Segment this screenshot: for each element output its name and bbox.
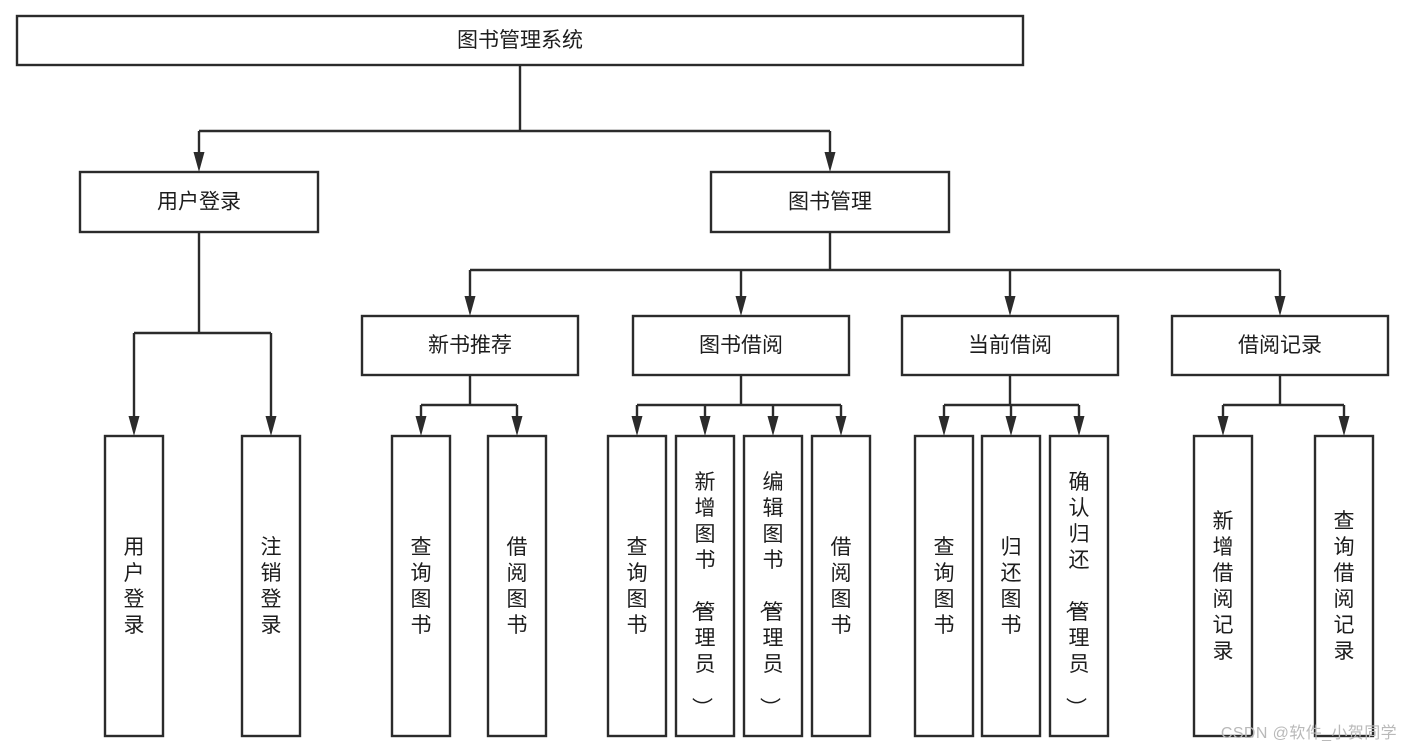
arrow-head-icon [1004, 296, 1016, 316]
leaf-label: 借阅图书 [507, 536, 528, 637]
leaf-label: 新增借阅记录 [1213, 510, 1234, 663]
arrow-head-icon [511, 416, 523, 436]
leaf-node[interactable]: 新增图书（管理员） [674, 434, 736, 738]
arrow-head-icon [824, 152, 836, 172]
level2-box[interactable] [1170, 314, 1390, 377]
level2-label: 借阅记录 [1238, 334, 1322, 357]
level2-node[interactable]: 借阅记录 [1170, 314, 1390, 377]
arrow-head-icon [699, 416, 711, 436]
leaf-node[interactable]: 借阅图书 [486, 434, 548, 738]
leaf-label: 用户登录 [124, 536, 145, 637]
leaf-node[interactable]: 新增借阅记录 [1192, 434, 1254, 738]
leaf-box[interactable] [810, 434, 872, 738]
arrow-head-icon [1073, 416, 1085, 436]
arrow-head-icon [265, 416, 277, 436]
root-box[interactable] [15, 14, 1025, 67]
leaf-node[interactable]: 查询图书 [606, 434, 668, 738]
leaf-box[interactable] [742, 434, 804, 738]
leaf-label: 查询图书 [934, 536, 955, 637]
arrow-head-icon [631, 416, 643, 436]
root-node[interactable]: 图书管理系统 [15, 14, 1025, 67]
arrow-head-icon [415, 416, 427, 436]
arrow-head-icon [735, 296, 747, 316]
arrow-head-icon [767, 416, 779, 436]
level1-box[interactable] [709, 170, 951, 234]
root-label: 图书管理系统 [457, 29, 583, 52]
level2-label: 新书推荐 [428, 334, 512, 357]
arrow-head-icon [464, 296, 476, 316]
level2-box[interactable] [631, 314, 851, 377]
leaf-label: 查询借阅记录 [1334, 510, 1355, 663]
leaf-box[interactable] [1313, 434, 1375, 738]
leaf-node[interactable]: 查询图书 [390, 434, 452, 738]
leaf-node[interactable]: 编辑图书（管理员） [742, 434, 804, 738]
connector-record-to-leaves [1217, 375, 1350, 436]
level2-node[interactable]: 当前借阅 [900, 314, 1120, 377]
leaf-node[interactable]: 借阅图书 [810, 434, 872, 738]
arrow-head-icon [835, 416, 847, 436]
leaf-node[interactable]: 注销登录 [240, 434, 302, 738]
connectors-layer [128, 65, 1350, 436]
leaf-box[interactable] [1192, 434, 1254, 738]
connector-root-to-level1 [193, 65, 836, 172]
leaf-box[interactable] [390, 434, 452, 738]
level1-label: 用户登录 [157, 191, 241, 214]
leaf-label: 查询图书 [627, 536, 648, 637]
level2-box[interactable] [900, 314, 1120, 377]
leaf-box[interactable] [1048, 434, 1110, 738]
level2-label: 当前借阅 [968, 334, 1052, 357]
level2-box[interactable] [360, 314, 580, 377]
connector-login-to-leaves [128, 232, 277, 436]
level2-node[interactable]: 图书借阅 [631, 314, 851, 377]
arrow-head-icon [1338, 416, 1350, 436]
level1-node[interactable]: 用户登录 [78, 170, 320, 234]
leaf-label: 新增图书（管理员） [690, 471, 716, 718]
level1-label: 图书管理 [788, 191, 872, 214]
leaf-box[interactable] [606, 434, 668, 738]
leaf-label: 注销登录 [261, 536, 282, 637]
arrow-head-icon [128, 416, 140, 436]
arrow-head-icon [1274, 296, 1286, 316]
level1-node[interactable]: 图书管理 [709, 170, 951, 234]
leaf-box[interactable] [240, 434, 302, 738]
leaf-box[interactable] [913, 434, 975, 738]
connector-level1-books-to-level2 [464, 232, 1286, 316]
leaf-label: 编辑图书（管理员） [758, 471, 784, 718]
leaf-box[interactable] [486, 434, 548, 738]
connector-borrow-to-leaves [631, 375, 847, 436]
arrow-head-icon [938, 416, 950, 436]
leaf-label: 借阅图书 [831, 536, 852, 637]
leaf-node[interactable]: 用户登录 [103, 434, 165, 738]
leaf-box[interactable] [674, 434, 736, 738]
leaf-label: 归还图书 [1001, 536, 1022, 637]
arrow-head-icon [193, 152, 205, 172]
connector-newbook-to-leaves [415, 375, 523, 436]
level1-box[interactable] [78, 170, 320, 234]
level2-label: 图书借阅 [699, 334, 783, 357]
leaf-node[interactable]: 归还图书 [980, 434, 1042, 738]
leaf-node[interactable]: 确认归还（管理员） [1048, 434, 1110, 738]
csdn-watermark: CSDN @软件_小贺同学 [1220, 725, 1397, 742]
leaf-label: 查询图书 [411, 536, 432, 637]
connector-current-to-leaves [938, 375, 1085, 436]
level2-node[interactable]: 新书推荐 [360, 314, 580, 377]
leaf-box[interactable] [980, 434, 1042, 738]
leaf-label: 确认归还（管理员） [1064, 471, 1090, 718]
nodes-layer: 图书管理系统用户登录图书管理新书推荐图书借阅当前借阅借阅记录用户登录注销登录查询… [15, 14, 1390, 738]
arrow-head-icon [1005, 416, 1017, 436]
arrow-head-icon [1217, 416, 1229, 436]
leaf-node[interactable]: 查询借阅记录 [1313, 434, 1375, 738]
leaf-box[interactable] [103, 434, 165, 738]
leaf-node[interactable]: 查询图书 [913, 434, 975, 738]
